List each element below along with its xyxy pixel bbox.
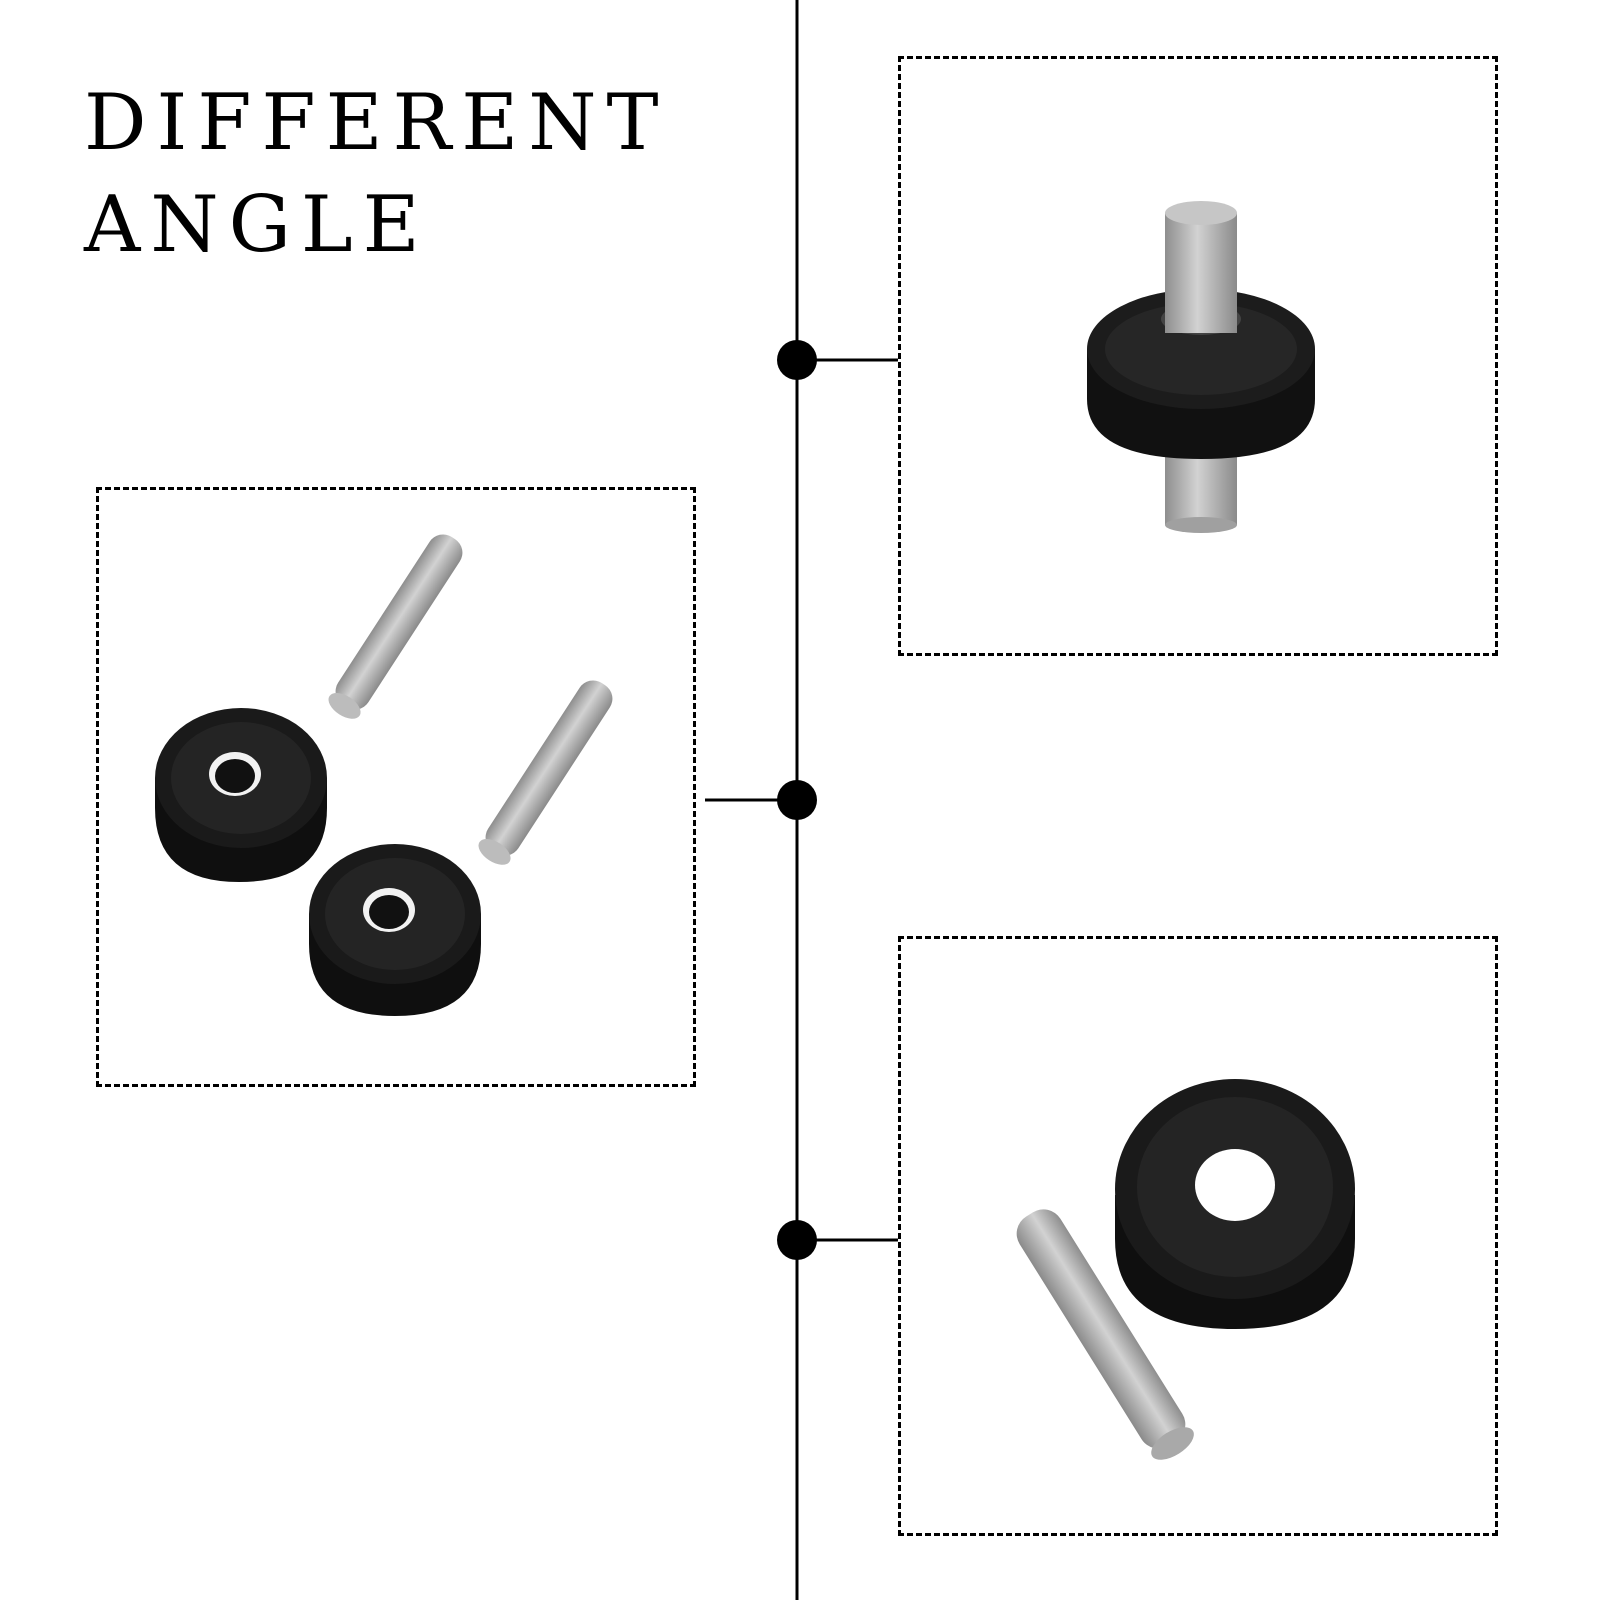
parts-set-icon bbox=[155, 534, 613, 1016]
pin-beside-bushing-view bbox=[898, 936, 1498, 1536]
timeline-dot-top bbox=[777, 340, 817, 380]
assembled-pin-bushing-icon bbox=[1087, 201, 1315, 533]
title-line-1: DIFFERENT bbox=[84, 78, 669, 168]
page-title: DIFFERENT ANGLE bbox=[84, 72, 668, 276]
pin-and-bushing-icon bbox=[1016, 1079, 1355, 1460]
timeline-dot-bottom bbox=[777, 1220, 817, 1260]
two-pins-two-bushings-view bbox=[96, 487, 696, 1087]
pin-through-bushing-view bbox=[898, 56, 1498, 656]
timeline-dot-middle bbox=[777, 780, 817, 820]
title-line-2: ANGLE bbox=[84, 180, 430, 270]
